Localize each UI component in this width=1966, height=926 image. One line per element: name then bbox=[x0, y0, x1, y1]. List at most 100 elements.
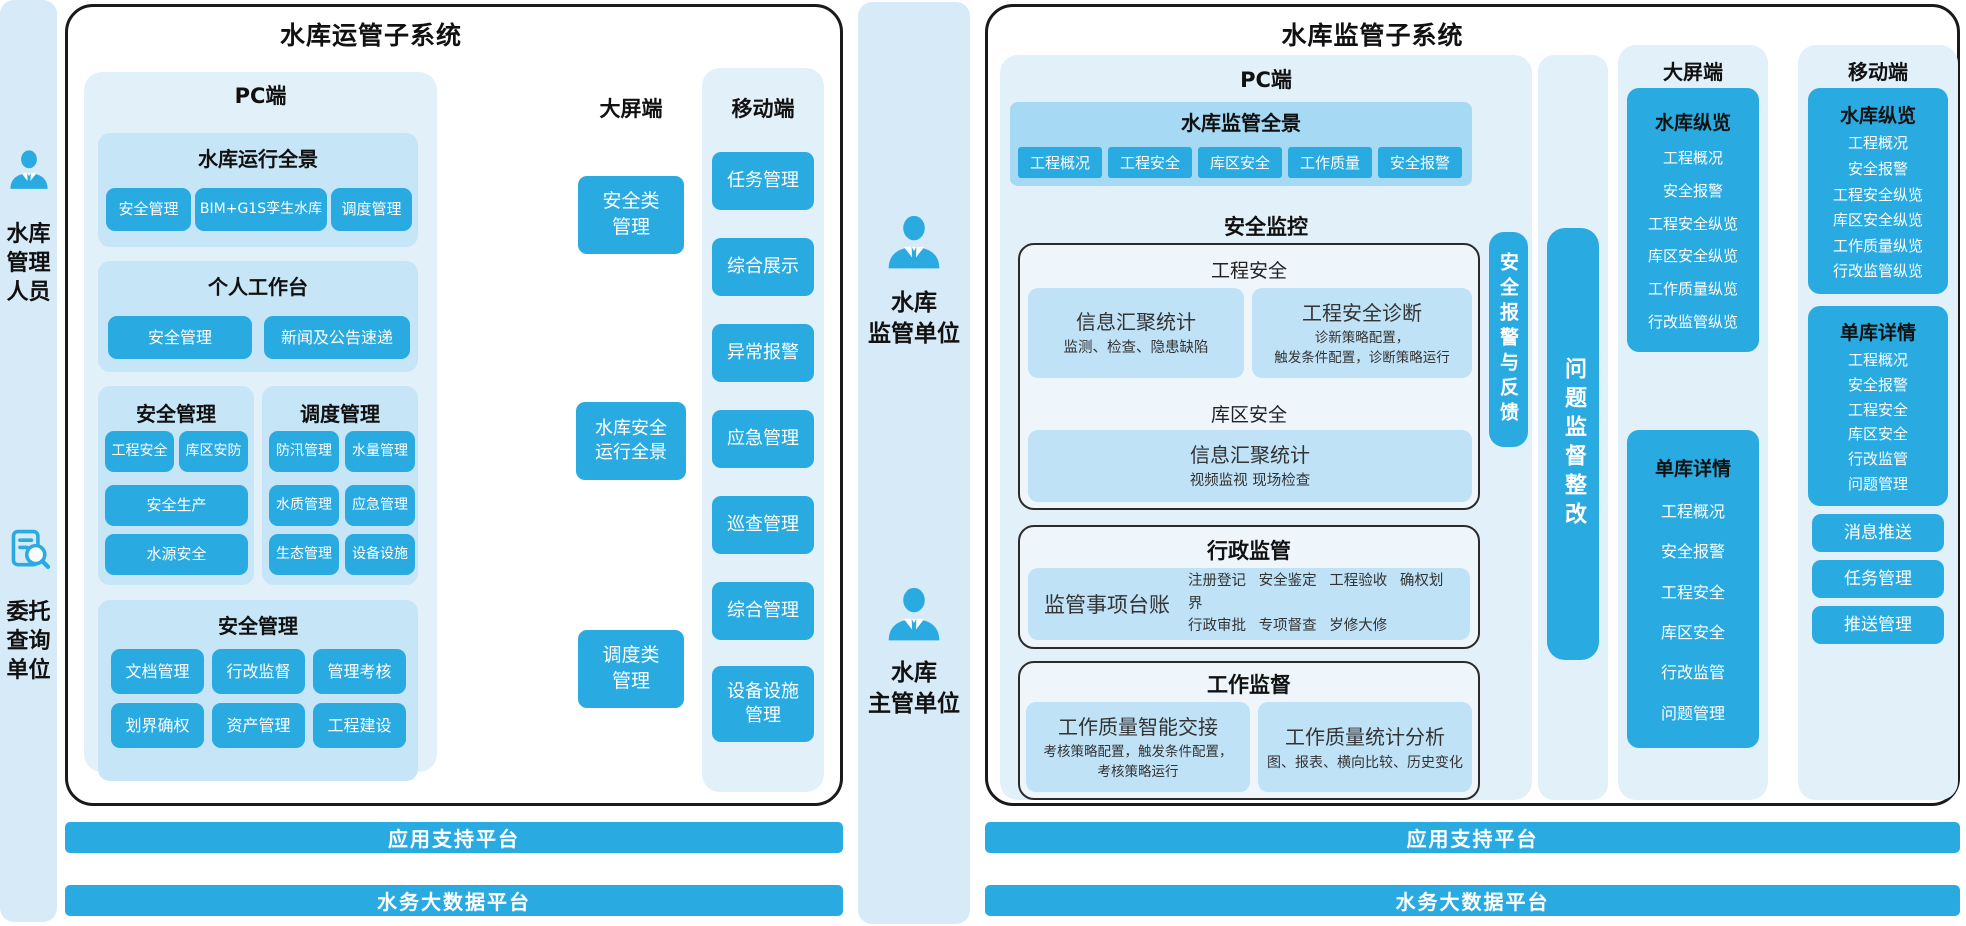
bigscreen-reservoir-overview-group: 水库纵览 工程概况 安全报警 工程安全纵览 库区安全纵览 工作质量纵览 行改监管… bbox=[1627, 88, 1759, 352]
mobile-pill-comprehensive-display: 综合展示 bbox=[712, 238, 814, 296]
mobile-pill-task-mgmt: 任务管理 bbox=[1812, 560, 1944, 598]
person-icon bbox=[7, 146, 51, 196]
group-item: 安全报警 bbox=[1847, 375, 1908, 394]
info-aggregation-box: 信息汇聚统计 监测、检查、隐患缺陷 bbox=[1028, 288, 1244, 378]
monitor-area-safety-label: 库区安全 bbox=[1210, 404, 1287, 426]
mobile-pill-message-push: 消息推送 bbox=[1812, 514, 1944, 552]
person-icon bbox=[884, 584, 944, 648]
group-item: 库区安全纵览 bbox=[1832, 211, 1923, 230]
overview-tab-safety-alarm: 安全报警 bbox=[1378, 147, 1462, 178]
problem-rectification-bar: 问题监督整改 bbox=[1547, 228, 1599, 660]
person-icon bbox=[884, 212, 944, 276]
mobile-reservoir-overview-group: 水库纵览 工程概况 安全报警 工程安全纵览 库区安全纵览 工作质量纵览 行改监管… bbox=[1808, 88, 1948, 294]
supervision-panel-title: 水库监管子系统 bbox=[1281, 21, 1464, 50]
group-item: 问题管理 bbox=[1847, 475, 1908, 494]
big-data-bar-left: 水务大数据平台 bbox=[65, 885, 843, 916]
mobile-pill-abnormal-alarm: 异常报警 bbox=[712, 324, 814, 382]
work-supervision-title: 工作监督 bbox=[1207, 673, 1291, 697]
work-quality-stats-sub: 图、报表、横向比较、历史变化 bbox=[1267, 754, 1463, 771]
group-item: 工程安全纵览 bbox=[1832, 185, 1923, 204]
doc-search-icon bbox=[7, 526, 53, 576]
bigscreen-pill-run-panorama: 水库安全 运行全景 bbox=[576, 402, 686, 480]
mobile-pill-equipment-mgmt: 设备设施 管理 bbox=[712, 666, 814, 742]
supervision-mobile-header: 移动端 bbox=[1848, 60, 1908, 84]
eng-safety-diagnosis-box: 工程安全诊断 诊新策略配置， 触发条件配置，诊断策略运行 bbox=[1252, 288, 1472, 378]
overview-tab-eng-overview: 工程概况 bbox=[1018, 147, 1102, 178]
group-item: 安全报警 bbox=[1660, 542, 1725, 562]
operation-panel-title: 水库运管子系统 bbox=[279, 21, 462, 50]
module-pill-eng-construction: 工程建设 bbox=[313, 703, 406, 748]
group-item: 工作质量纵览 bbox=[1647, 280, 1738, 299]
safety-monitor-title: 安全监控 bbox=[1224, 215, 1308, 239]
eng-safety-diagnosis-title: 工程安全诊断 bbox=[1302, 301, 1422, 326]
module-pill-eng-safety: 工程安全 bbox=[105, 431, 174, 472]
module-pill-flood-mgmt: 防汛管理 bbox=[269, 431, 339, 472]
app-support-bar-left: 应用支持平台 bbox=[65, 822, 843, 853]
info-aggregation-sub: 监测、检查、隐患缺陷 bbox=[1063, 340, 1209, 357]
group-title: 水库纵览 bbox=[1839, 104, 1916, 127]
admin-supervision-title: 行政监管 bbox=[1207, 539, 1291, 563]
info-aggregation-sub-2: 视频监视 现场检查 bbox=[1189, 473, 1311, 490]
ledger-line-1: 注册登记 安全鉴定 工程验收 确权划界 bbox=[1188, 573, 1444, 612]
module-title-safety-bottom: 安全管理 bbox=[218, 614, 298, 638]
group-item: 工程概况 bbox=[1847, 134, 1908, 153]
work-quality-stats-title: 工作质量统计分析 bbox=[1285, 724, 1445, 749]
actor-competent-unit-label: 水库 主管单位 bbox=[868, 660, 960, 717]
group-item: 问题管理 bbox=[1660, 703, 1725, 723]
module-pill-doc-mgmt: 文档管理 bbox=[111, 649, 204, 694]
group-item: 工程概况 bbox=[1662, 148, 1723, 167]
left-actor-strip bbox=[0, 0, 57, 922]
module-title-run-panorama: 水库运行全景 bbox=[198, 147, 318, 171]
module-pill-safe-production: 安全生产 bbox=[105, 485, 248, 526]
info-aggregation-box-2: 信息汇聚统计 视频监视 现场检查 bbox=[1028, 430, 1472, 502]
group-item: 库区安全 bbox=[1660, 622, 1725, 642]
middle-actor-strip bbox=[858, 2, 970, 924]
group-item: 工程安全 bbox=[1847, 400, 1908, 419]
bigscreen-pill-safety-class: 安全类 管理 bbox=[578, 176, 684, 254]
module-pill-news-bulletin: 新闻及公告速递 bbox=[264, 316, 410, 359]
mobile-single-detail-group: 单库详情 工程概况 安全报警 工程安全 库区安全 行改监管 问题管理 bbox=[1808, 306, 1948, 506]
app-support-bar-right: 应用支持平台 bbox=[985, 822, 1960, 853]
supervision-overview-title: 水库监管全景 bbox=[1181, 111, 1301, 135]
work-quality-stats-box: 工作质量统计分析 图、报表、横向比较、历史变化 bbox=[1258, 702, 1472, 792]
group-item: 安全报警 bbox=[1662, 181, 1723, 200]
operation-bigscreen-header: 大屏端 bbox=[599, 97, 663, 121]
module-title-safety: 安全管理 bbox=[136, 402, 216, 426]
module-pill-asset-mgmt: 资产管理 bbox=[212, 703, 305, 748]
group-item: 库区安全纵览 bbox=[1647, 247, 1738, 266]
module-pill-water-volume: 水量管理 bbox=[345, 431, 415, 472]
info-aggregation-title: 信息汇聚统计 bbox=[1076, 310, 1196, 335]
module-pill-water-source-safety: 水源安全 bbox=[105, 534, 248, 575]
group-item: 安全报警 bbox=[1847, 159, 1908, 178]
operation-mobile-header: 移动端 bbox=[731, 97, 795, 121]
actor-reservoir-manager-label: 水库 管理 人员 bbox=[6, 222, 51, 305]
module-pill-mgmt-assess: 管理考核 bbox=[313, 649, 406, 694]
overview-tab-area-safety: 库区安全 bbox=[1198, 147, 1282, 178]
group-item: 行改监管纵览 bbox=[1832, 262, 1923, 281]
supervision-ledger-title: 监管事项台账 bbox=[1044, 593, 1170, 617]
mobile-pill-task-mgmt: 任务管理 bbox=[712, 152, 814, 210]
module-pill-bim-gis-twin: BIM+G1S孪生水库 bbox=[195, 188, 327, 231]
group-item: 行改监管纵览 bbox=[1647, 313, 1738, 332]
group-title: 单库详情 bbox=[1654, 458, 1731, 481]
operation-pc-header: PC端 bbox=[234, 84, 287, 108]
group-item: 行改监管 bbox=[1660, 663, 1725, 683]
bigscreen-pill-dispatch-class: 调度类 管理 bbox=[578, 630, 684, 708]
work-quality-handover-title: 工作质量智能交接 bbox=[1058, 715, 1218, 740]
group-item: 工程概况 bbox=[1660, 501, 1725, 521]
supervision-bigscreen-header: 大屏端 bbox=[1663, 60, 1723, 84]
group-item: 工程安全纵览 bbox=[1647, 214, 1738, 233]
module-title-dispatch: 调度管理 bbox=[300, 402, 380, 426]
mobile-pill-patrol-mgmt: 巡查管理 bbox=[712, 496, 814, 554]
group-title: 单库详情 bbox=[1839, 321, 1916, 344]
monitor-eng-safety-label: 工程安全 bbox=[1210, 260, 1287, 282]
group-item: 库区安全 bbox=[1847, 425, 1908, 444]
supervision-pc-header: PC端 bbox=[1240, 68, 1292, 92]
actor-supervision-unit-label: 水库 监管单位 bbox=[868, 290, 960, 347]
module-pill-water-quality: 水质管理 bbox=[269, 485, 339, 526]
work-quality-handover-sub: 考核策略配置，触发条件配置， 考核策略运行 bbox=[1043, 744, 1233, 780]
group-item: 工程概况 bbox=[1847, 350, 1908, 369]
mobile-pill-push-mgmt: 推送管理 bbox=[1812, 606, 1944, 644]
big-data-bar-right: 水务大数据平台 bbox=[985, 885, 1960, 916]
